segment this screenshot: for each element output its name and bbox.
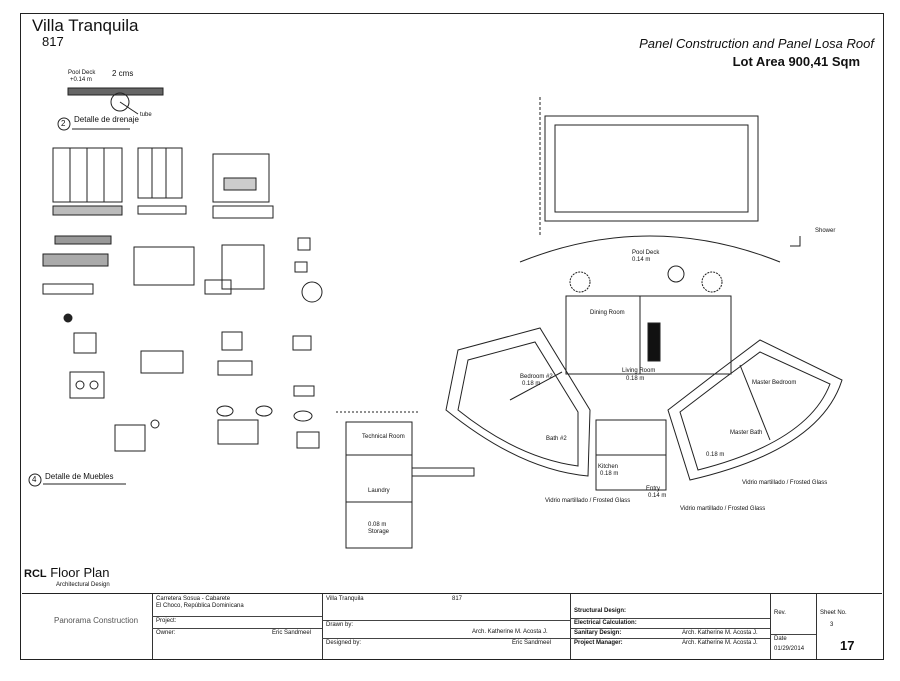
drainage-detail-number: 2: [61, 119, 66, 128]
project-label: Project:: [156, 618, 177, 624]
title-block: Panorama Construction Carretera Sosua - …: [22, 593, 882, 659]
rev-value: 3: [830, 622, 834, 628]
master-bath-label: Master Bath: [730, 430, 763, 436]
sanitary-label: Sanitary Design:: [574, 630, 622, 636]
company-name: Panorama Construction: [54, 616, 139, 625]
shower-label: Shower: [815, 228, 836, 234]
living-room-level: 0.18 m: [626, 376, 645, 382]
frosted-glass-mid: Vidrio martillado / Frosted Glass: [680, 506, 766, 512]
drawn-label: Drawn by:: [326, 622, 354, 628]
sheet-no-label: Sheet No.: [820, 610, 847, 616]
owner-value: Eric Sandmeel: [272, 630, 312, 636]
plan-pool-deck: Pool Deck: [632, 250, 660, 256]
project-number: 817: [42, 34, 64, 49]
furniture-detail-title: Detalle de Muebles: [45, 472, 114, 481]
structural-label: Structural Design:: [574, 608, 627, 614]
pm-label: Project Manager:: [574, 640, 623, 646]
plan-title: RCL Floor Plan: [24, 565, 109, 580]
project-cell: Villa Tranquila 817 Drawn by: Arch. Kath…: [322, 594, 571, 659]
sheet-title: Panel Construction and Panel Losa Roof: [639, 36, 874, 51]
storage-label: Storage: [368, 529, 390, 535]
owner-label: Owner:: [156, 630, 176, 636]
rev-label: Rev.: [774, 610, 786, 616]
lot-area: Lot Area 900,41 Sqm: [732, 54, 860, 69]
frosted-glass-left: Vidrio martillado / Frosted Glass: [545, 498, 631, 504]
sheet-number: 17: [840, 638, 855, 653]
drawn-value: Arch. Katherine M. Acosta J.: [472, 629, 548, 635]
electrical-label: Electrical Calculation:: [574, 620, 637, 626]
date-label: Date: [774, 636, 787, 642]
dining-living-block: [565, 295, 732, 375]
master-bedroom-label: Master Bedroom: [752, 380, 797, 386]
storage-level: 0.08 m: [368, 522, 387, 528]
master-level: 0.18 m: [706, 452, 725, 458]
pool-slope: 2 cms: [112, 69, 134, 78]
plan-name: Floor Plan: [50, 565, 110, 580]
design-cell: Structural Design: Electrical Calculatio…: [570, 594, 771, 659]
address-cell: Carretera Sosua - Cabarete El Choco, Rep…: [152, 594, 323, 659]
address-line1: Carretera Sosua - Cabarete: [156, 596, 231, 602]
entry-label: Entry: [646, 486, 661, 492]
plan-pool-deck-level: 0.14 m: [632, 257, 651, 263]
drainage-detail-title: Detalle de drenaje: [74, 115, 139, 124]
laundry-label: Laundry: [368, 488, 390, 494]
kitchen-label: Kitchen: [598, 464, 619, 470]
bedroom2-label: Bedroom #2: [520, 374, 553, 380]
service-block: [345, 421, 413, 549]
tube-label: tube: [140, 112, 152, 118]
sheet-border: [20, 13, 884, 660]
project-name: Villa Tranquila: [32, 16, 139, 35]
rcl-logo: RCL: [24, 568, 47, 580]
company-cell: Panorama Construction: [22, 594, 153, 659]
kitchen-level: 0.18 m: [600, 471, 619, 477]
project-value: Villa Tranquila: [326, 596, 364, 602]
pool-deck-label: Pool Deck: [68, 70, 96, 76]
address-line2: El Choco, República Dominicana: [156, 603, 244, 609]
pm-value: Arch. Katherine M. Acosta J.: [682, 640, 758, 646]
frosted-glass-right: Vidrio martillado / Frosted Glass: [742, 480, 828, 486]
pool-deck-level: +0.14 m: [70, 77, 92, 83]
detail-bubble-2: [57, 117, 71, 131]
sheet-no-cell: Sheet No. 3 17: [816, 594, 880, 659]
bath2-label: Bath #2: [546, 436, 567, 442]
furniture-detail-number: 4: [32, 475, 37, 484]
living-room-label: Living Room: [622, 368, 656, 374]
date-value: 01/29/2014: [774, 646, 805, 652]
pool-outline: [544, 115, 759, 222]
dining-room-label: Dining Room: [590, 310, 625, 316]
right-wing: [667, 339, 843, 481]
project-no: 817: [452, 596, 463, 602]
detail-bubble-4: [28, 473, 42, 487]
technical-room-label: Technical Room: [362, 434, 405, 440]
sanitary-value: Arch. Katherine M. Acosta J.: [682, 630, 758, 636]
left-wing: [445, 327, 591, 477]
plan-subtitle: Architectural Design: [56, 582, 110, 588]
pool-deck-section: [67, 87, 164, 96]
rev-date-cell: Rev. Date 01/29/2014: [770, 594, 817, 659]
designed-label: Designed by:: [326, 640, 362, 646]
designed-value: Eric Sandmeel: [512, 640, 552, 646]
drain-circle: [110, 92, 130, 112]
bedroom2-level: 0.18 m: [522, 381, 541, 387]
entry-level: 0.14 m: [648, 493, 667, 499]
